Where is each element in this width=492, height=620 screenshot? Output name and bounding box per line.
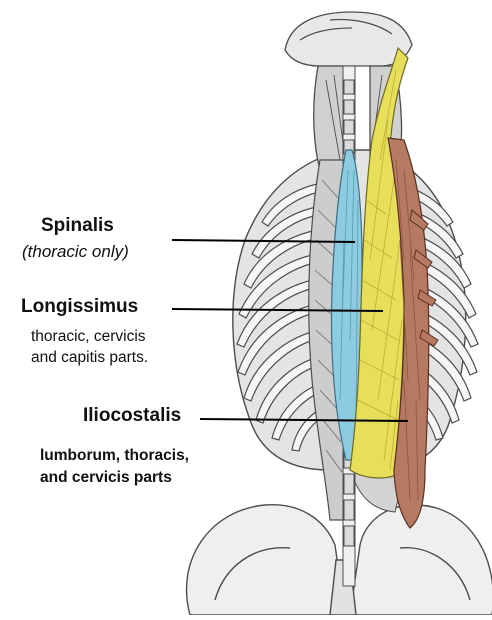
- spinalis-note: (thoracic only): [22, 242, 129, 262]
- spinalis-label: Spinalis: [41, 215, 114, 237]
- longissimus-label: Longissimus: [21, 296, 138, 318]
- iliocostalis-note-line-2: and cervicis parts: [40, 467, 172, 488]
- longissimus-note-line-1: thoracic, cervicis: [31, 327, 146, 347]
- longissimus-note-line-2: and capitis parts.: [31, 348, 148, 368]
- iliocostalis-label: Iliocostalis: [83, 405, 181, 427]
- pelvis: [187, 505, 492, 615]
- iliocostalis-note-line-1: lumborum, thoracis,: [40, 445, 189, 466]
